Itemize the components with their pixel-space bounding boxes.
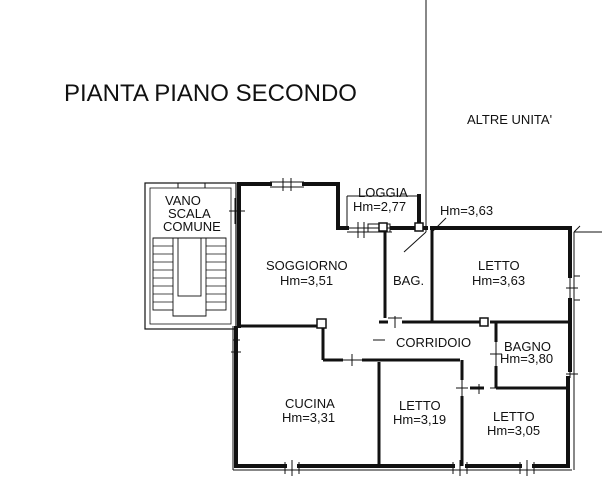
letto2-name: LETTO bbox=[399, 398, 441, 413]
neighbour-label: ALTRE UNITA' bbox=[467, 112, 552, 127]
letto1-height: Hm=3,63 bbox=[472, 273, 525, 288]
cucina-height: Hm=3,31 bbox=[282, 410, 335, 425]
corridoio-name: CORRIDOIO bbox=[396, 335, 471, 350]
loggia-name: LOGGIA bbox=[358, 185, 408, 200]
stair-label-3: COMUNE bbox=[163, 219, 221, 234]
plan-title: PIANTA PIANO SECONDO bbox=[64, 80, 357, 107]
letto1-name: LETTO bbox=[478, 258, 520, 273]
letto3-height: Hm=3,05 bbox=[487, 423, 540, 438]
letto3-name: LETTO bbox=[493, 409, 535, 424]
hm-top-height: Hm=3,63 bbox=[440, 203, 493, 218]
soggiorno-name: SOGGIORNO bbox=[266, 258, 348, 273]
interior-walls bbox=[239, 230, 570, 466]
stair-label-2: SCALA bbox=[168, 206, 211, 221]
wall-details bbox=[229, 178, 580, 476]
loggia-height: Hm=2,77 bbox=[353, 199, 406, 214]
bagno-height: Hm=3,80 bbox=[500, 351, 553, 366]
soggiorno-height: Hm=3,51 bbox=[280, 273, 333, 288]
bagno-name: BAGNO bbox=[504, 339, 551, 354]
outer-wall-outline bbox=[232, 225, 602, 471]
bag-name: BAG. bbox=[393, 273, 424, 288]
pillars bbox=[316, 222, 489, 329]
cucina-name: CUCINA bbox=[285, 396, 335, 411]
letto2-height: Hm=3,19 bbox=[393, 412, 446, 427]
stair-label-1: VANO bbox=[165, 193, 201, 208]
boundary-line bbox=[403, 0, 427, 253]
stair-well bbox=[144, 182, 237, 330]
